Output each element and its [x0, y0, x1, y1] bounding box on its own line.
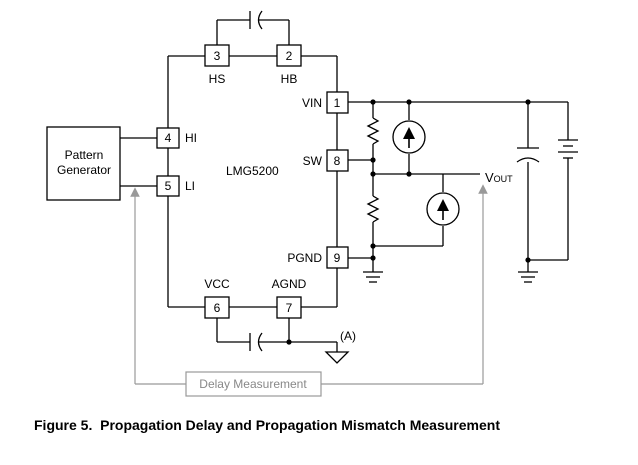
pin-1-name: VIN	[302, 96, 322, 110]
pin-8-name: SW	[303, 154, 323, 168]
figure-caption: Figure 5. Propagation Delay and Propagat…	[34, 417, 500, 433]
pin-2-number: 2	[286, 49, 293, 63]
vcc-capacitor	[216, 318, 338, 352]
junction-dot	[370, 157, 376, 163]
bootstrap-capacitor	[216, 10, 290, 45]
pin-9-name: PGND	[287, 251, 322, 265]
junction-dot	[286, 339, 292, 345]
ic-body	[167, 55, 338, 308]
pin-4-name: HI	[185, 131, 197, 145]
pin-7-number: 7	[286, 301, 293, 315]
sw-node-wires	[348, 159, 480, 192]
vout-label: VOUT	[485, 170, 513, 185]
lower-current-arrow-icon	[437, 199, 449, 220]
junction-dot	[525, 99, 531, 105]
supply-battery	[558, 139, 578, 159]
junction-dot	[525, 257, 531, 263]
lower-resistor	[366, 174, 380, 258]
chip-name: LMG5200	[226, 164, 279, 178]
pin-3-number: 3	[214, 49, 221, 63]
pgnd-ground-icon	[363, 258, 383, 283]
pin-9-number: 9	[334, 251, 341, 265]
pin-4-number: 4	[165, 131, 172, 145]
pattern-generator-label-line2: Generator	[57, 163, 111, 177]
delay-measurement-box	[185, 371, 322, 397]
pin-3-name: HS	[209, 72, 226, 86]
pin-7-name: AGND	[272, 277, 307, 291]
pattern-generator-wires	[120, 137, 157, 187]
junction-dot	[370, 243, 376, 249]
vin-rail	[348, 101, 569, 261]
pin-2-name: HB	[281, 72, 298, 86]
pin-5-name: LI	[185, 179, 195, 193]
junction-dot	[406, 171, 412, 177]
upper-resistor	[366, 102, 380, 174]
note-label: (A)	[340, 329, 356, 343]
pin-8-number: 8	[334, 154, 341, 168]
input-capacitor	[516, 147, 540, 163]
pin-6-number: 6	[214, 301, 221, 315]
lower-current-source	[373, 192, 460, 247]
pattern-generator-box	[46, 126, 121, 201]
delay-measurement-label: Delay Measurement	[199, 377, 307, 391]
upper-current-arrow-icon	[403, 127, 415, 148]
delay-measurement-wires	[130, 184, 488, 385]
pin-6-name: VCC	[204, 277, 230, 291]
pin-1-number: 1	[334, 96, 341, 110]
supply-ground-icon	[518, 260, 538, 283]
signal-ground-icon	[324, 351, 350, 364]
pattern-generator-label-line1: Pattern	[65, 148, 104, 162]
pin-5-number: 5	[165, 179, 172, 193]
